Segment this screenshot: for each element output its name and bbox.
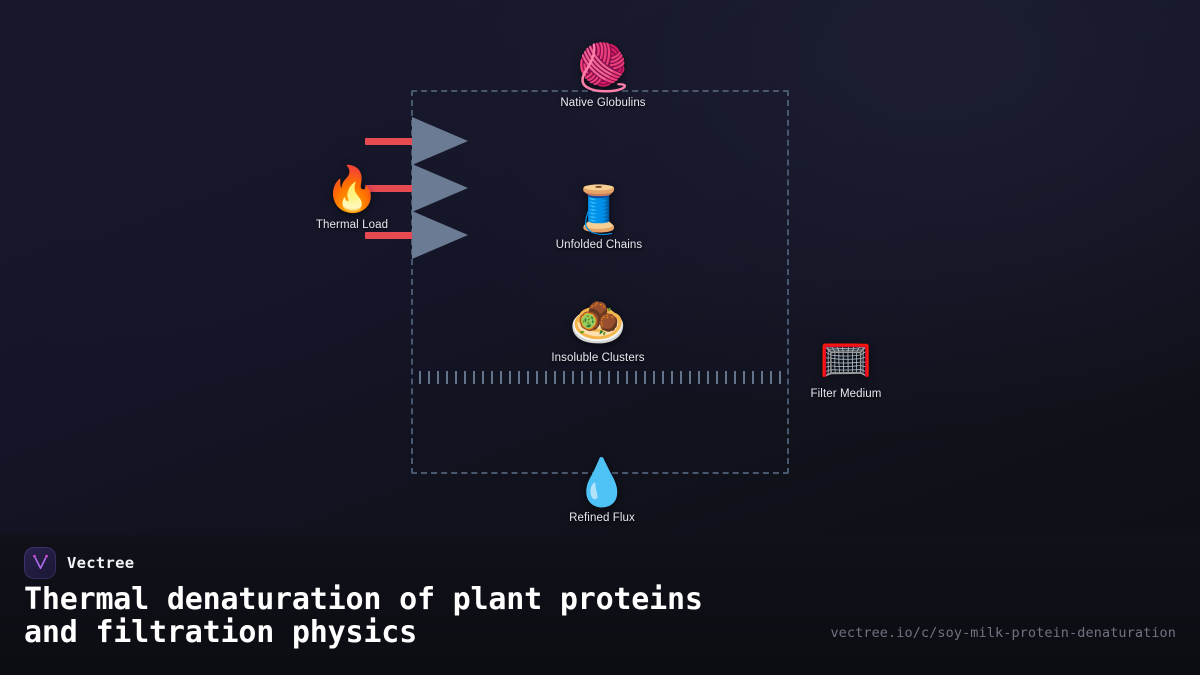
node-label-thermal-load: Thermal Load xyxy=(315,219,389,231)
mesh-tick xyxy=(752,371,754,384)
page-title: Thermal denaturation of plant proteins a… xyxy=(24,582,703,650)
heat-arrow-line-2 xyxy=(365,185,415,192)
thread-spool-icon: 🧵 xyxy=(570,183,628,235)
mesh-tick xyxy=(590,371,592,384)
mesh-tick xyxy=(581,371,583,384)
mesh-tick xyxy=(599,371,601,384)
node-unfolded-chains[interactable]: 🧵 Unfolded Chains xyxy=(519,186,679,251)
brand-name: Vectree xyxy=(67,554,135,572)
mesh-tick xyxy=(491,371,493,384)
fire-icon: 🔥 xyxy=(324,165,380,214)
mesh-tick xyxy=(473,371,475,384)
mesh-tick xyxy=(572,371,574,384)
mesh-tick xyxy=(626,371,628,384)
mesh-tick xyxy=(482,371,484,384)
mesh-tick xyxy=(527,371,529,384)
mesh-tick xyxy=(428,371,430,384)
mesh-tick xyxy=(653,371,655,384)
mesh-tick xyxy=(734,371,736,384)
mesh-tick xyxy=(500,371,502,384)
mesh-tick xyxy=(743,371,745,384)
mesh-tick xyxy=(770,371,772,384)
mesh-tick xyxy=(779,371,781,384)
mesh-line xyxy=(419,371,781,384)
node-filter-medium[interactable]: 🥅 Filter Medium xyxy=(766,336,926,401)
mesh-tick xyxy=(518,371,520,384)
heat-arrow-line-1 xyxy=(365,138,415,145)
node-label-native-globulins: Native Globulins xyxy=(560,97,646,109)
mesh-tick xyxy=(671,371,673,384)
mesh-tick xyxy=(464,371,466,384)
mesh-tick xyxy=(536,371,538,384)
node-refined-flux[interactable]: 💧 Refined Flux xyxy=(522,459,682,524)
mesh-tick xyxy=(761,371,763,384)
source-url: vectree.io/c/soy-milk-protein-denaturati… xyxy=(830,625,1176,641)
mesh-tick xyxy=(689,371,691,384)
mesh-tick xyxy=(563,371,565,384)
mesh-tick xyxy=(662,371,664,384)
node-label-unfolded-chains: Unfolded Chains xyxy=(555,239,643,251)
heat-arrow-head-3 xyxy=(412,211,468,259)
node-label-filter-medium: Filter Medium xyxy=(810,388,882,400)
mesh-tick xyxy=(509,371,511,384)
footer-bar: Vectree Thermal denaturation of plant pr… xyxy=(0,535,1200,675)
mesh-tick xyxy=(707,371,709,384)
mesh-tick xyxy=(419,371,421,384)
node-thermal-load[interactable]: 🔥 Thermal Load xyxy=(272,165,432,232)
mesh-tick xyxy=(716,371,718,384)
vectree-v-tree-icon xyxy=(24,547,56,579)
node-label-insoluble-clusters: Insoluble Clusters xyxy=(551,352,645,364)
diagram-stage: 🔥 Thermal Load 🧶 Native Globulins 🧵 Unfo… xyxy=(272,44,926,524)
node-native-globulins[interactable]: 🧶 Native Globulins xyxy=(523,44,683,109)
mesh-tick xyxy=(698,371,700,384)
mesh-tick xyxy=(635,371,637,384)
heat-arrow-head-1 xyxy=(412,117,468,165)
heat-arrow-line-3 xyxy=(365,232,415,239)
mesh-tick xyxy=(644,371,646,384)
process-vessel-boundary xyxy=(411,90,789,474)
node-insoluble-clusters[interactable]: 🧆 Insoluble Clusters xyxy=(518,299,678,364)
node-label-refined-flux: Refined Flux xyxy=(569,512,635,524)
mesh-tick xyxy=(554,371,556,384)
falafel-icon: 🧆 xyxy=(569,296,627,348)
mesh-tick xyxy=(608,371,610,384)
yarn-ball-icon: 🧶 xyxy=(574,41,632,93)
mesh-tick xyxy=(617,371,619,384)
goal-net-icon: 🥅 xyxy=(819,336,873,383)
mesh-tick xyxy=(725,371,727,384)
mesh-tick xyxy=(437,371,439,384)
mesh-tick xyxy=(680,371,682,384)
mesh-tick xyxy=(446,371,448,384)
heat-arrow-head-2 xyxy=(412,164,468,212)
brand-lockup[interactable]: Vectree xyxy=(24,547,134,579)
mesh-tick xyxy=(545,371,547,384)
mesh-tick xyxy=(455,371,457,384)
droplet-icon: 💧 xyxy=(573,456,631,508)
